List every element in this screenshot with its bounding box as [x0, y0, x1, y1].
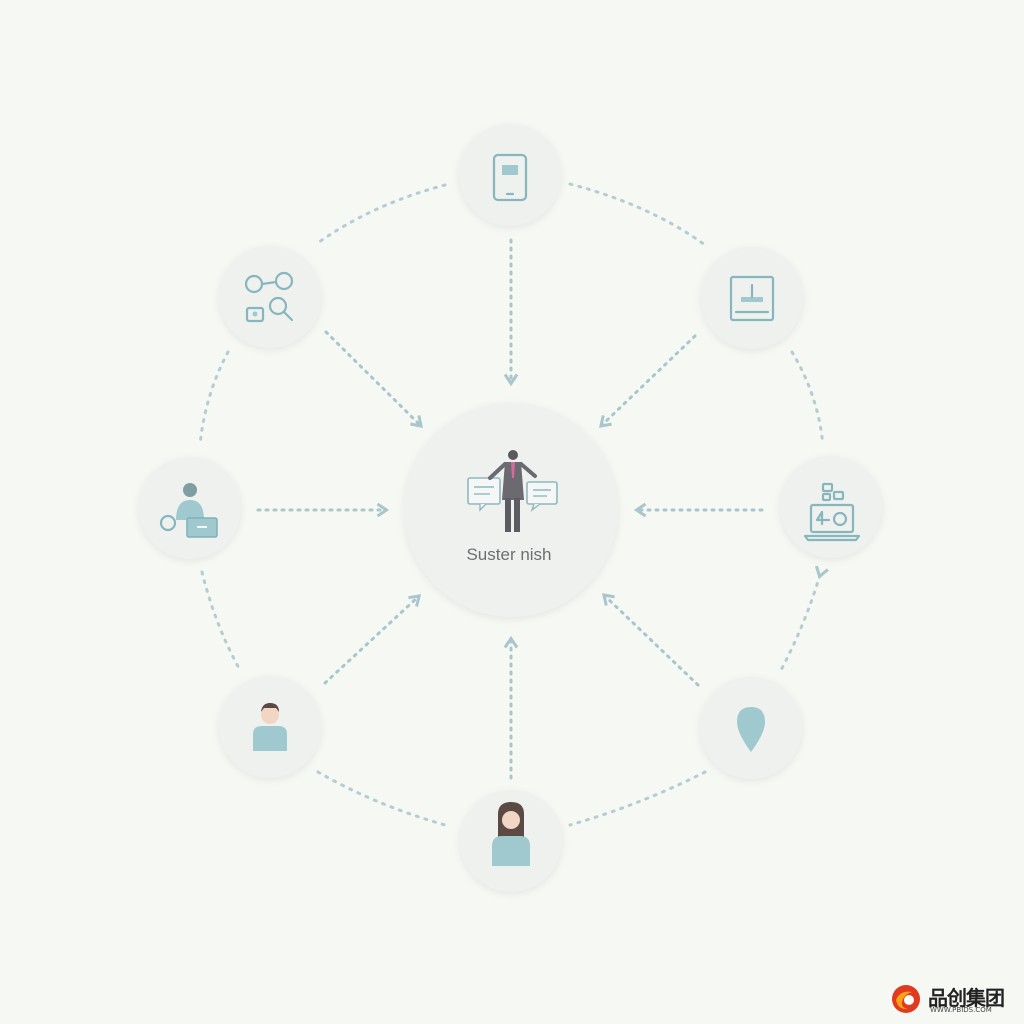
brand-logo-icon	[892, 985, 920, 1013]
ring-left-lower-left	[200, 570, 242, 672]
node-left[interactable]	[139, 457, 241, 559]
watermark: 品创集团 WWW.PBIDS.COM	[890, 982, 1018, 1018]
location-pin-icon	[737, 707, 765, 752]
hub-label: Suster nish	[466, 545, 551, 564]
female-avatar-icon	[492, 802, 530, 866]
ring-upper-left-left	[198, 350, 230, 447]
network-search-icon	[244, 271, 294, 323]
watermark-brand: 品创集团	[928, 986, 1005, 1010]
ring-upper-right-right	[790, 350, 825, 447]
spoke-upper-right	[598, 334, 697, 428]
node-right[interactable]	[780, 456, 882, 558]
male-avatar-icon	[253, 703, 287, 751]
node-upper-left[interactable]	[219, 246, 321, 348]
tablet-icon	[492, 153, 528, 202]
presenter-icon	[467, 450, 558, 532]
user-laptop-icon	[159, 483, 218, 538]
ring-lower-left-bottom	[316, 770, 447, 827]
spoke-lower-left	[323, 594, 422, 685]
hub-node: Suster nish	[404, 403, 618, 617]
node-lower-left[interactable]	[219, 676, 321, 778]
laptop-icon	[803, 482, 861, 542]
node-bottom[interactable]	[460, 790, 562, 892]
monitor-icon	[729, 275, 775, 322]
node-lower-right[interactable]	[700, 677, 802, 779]
node-top[interactable]	[459, 124, 561, 226]
spoke-lower-right	[601, 593, 700, 687]
ring-right-lower-right	[778, 565, 829, 674]
ring-top-upper-left	[313, 183, 447, 247]
spoke-connectors	[256, 238, 764, 780]
spoke-upper-left	[324, 330, 423, 428]
watermark-url: WWW.PBIDS.COM	[930, 1006, 992, 1014]
ring-connectors	[198, 182, 829, 827]
ring-top-upper-right	[568, 182, 707, 247]
node-upper-right[interactable]	[701, 247, 803, 349]
ring-lower-right-bottom	[568, 770, 707, 827]
